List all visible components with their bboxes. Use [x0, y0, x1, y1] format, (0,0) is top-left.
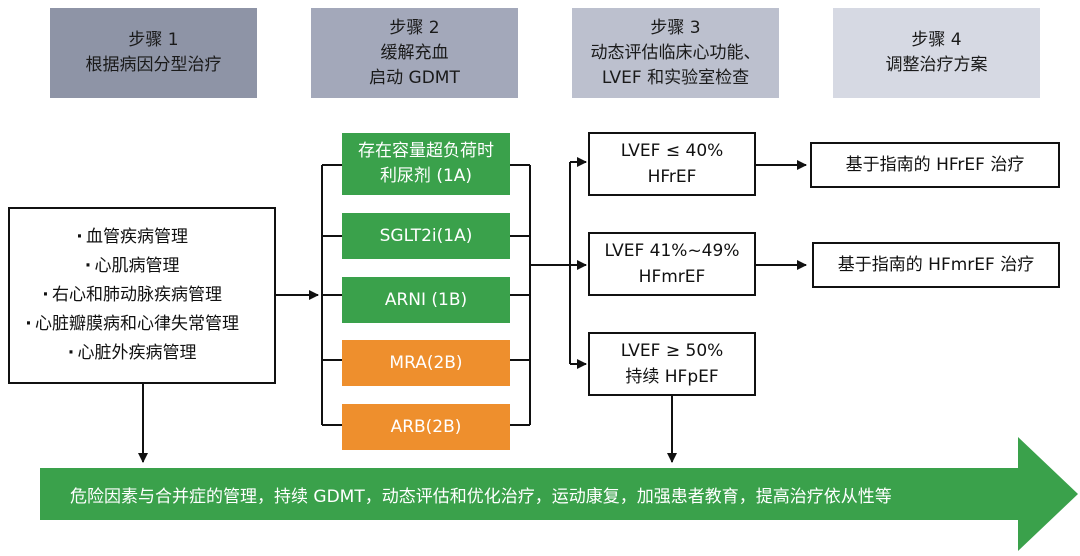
therapy-mra: MRA(2B) — [342, 340, 510, 386]
step-3-title-line1: 动态评估临床心功能、 — [590, 42, 761, 63]
conditions-box: ·血管疾病管理 ·心肌病管理 ·右心和肺动脉疾病管理 ·心脏瓣膜病和心律失常管理… — [8, 207, 276, 384]
step-4-title: 调整治疗方案 — [885, 55, 988, 75]
step-1-title: 根据病因分型治疗 — [85, 55, 222, 75]
banner-text: 危险因素与合并症的管理，持续 GDMT，动态评估和优化治疗，运动康复，加强患者教… — [70, 486, 892, 507]
step-1-header: 步骤 1 根据病因分型治疗 — [50, 8, 257, 98]
therapy-sglt2i: SGLT2i(1A) — [342, 213, 510, 259]
step-3-title-line2: LVEF 和实验室检查 — [601, 67, 750, 88]
step-2-title-line1: 缓解充血 — [380, 42, 449, 63]
step-4-number: 步骤 4 — [911, 30, 962, 50]
bullet-icon: · — [25, 314, 32, 334]
therapy-arni: ARNI (1B) — [342, 277, 510, 323]
bullet-icon: · — [67, 343, 75, 363]
lvef-box-hfmref: LVEF 41%~49% HFmrEF — [588, 232, 756, 296]
list-item: ·心肌病管理 — [22, 252, 239, 281]
step-3-number: 步骤 3 — [650, 17, 701, 38]
step-2-header: 步骤 2 缓解充血 启动 GDMT — [311, 8, 518, 98]
lvef-box-hfpef: LVEF ≥ 50% 持续 HFpEF — [588, 332, 756, 396]
step-3-header: 步骤 3 动态评估临床心功能、 LVEF 和实验室检查 — [572, 8, 779, 98]
therapy-arb: ARB(2B) — [342, 404, 510, 450]
bullet-icon: · — [42, 285, 49, 305]
bullet-icon: · — [84, 256, 92, 276]
therapy-diuretics: 存在容量超负荷时 利尿剂 (1A) — [342, 133, 510, 195]
outcome-hfref-treatment: 基于指南的 HFrEF 治疗 — [810, 142, 1060, 188]
step-4-header: 步骤 4 调整治疗方案 — [833, 8, 1040, 98]
list-item: ·血管疾病管理 — [22, 223, 239, 252]
outcome-hfmref-treatment: 基于指南的 HFmrEF 治疗 — [812, 242, 1060, 288]
step-2-number: 步骤 2 — [389, 17, 440, 38]
lvef-box-hfref: LVEF ≤ 40% HFrEF — [588, 132, 756, 196]
step-2-title-line2: 启动 GDMT — [369, 67, 460, 88]
list-item: ·心脏外疾病管理 — [22, 339, 239, 368]
step-1-number: 步骤 1 — [128, 30, 179, 50]
list-item: ·右心和肺动脉疾病管理 — [22, 281, 239, 310]
list-item: ·心脏瓣膜病和心律失常管理 — [22, 310, 239, 339]
conditions-list: ·血管疾病管理 ·心肌病管理 ·右心和肺动脉疾病管理 ·心脏瓣膜病和心律失常管理… — [22, 223, 239, 368]
bullet-icon: · — [76, 227, 83, 247]
banner-arrow-shape — [40, 437, 1078, 551]
